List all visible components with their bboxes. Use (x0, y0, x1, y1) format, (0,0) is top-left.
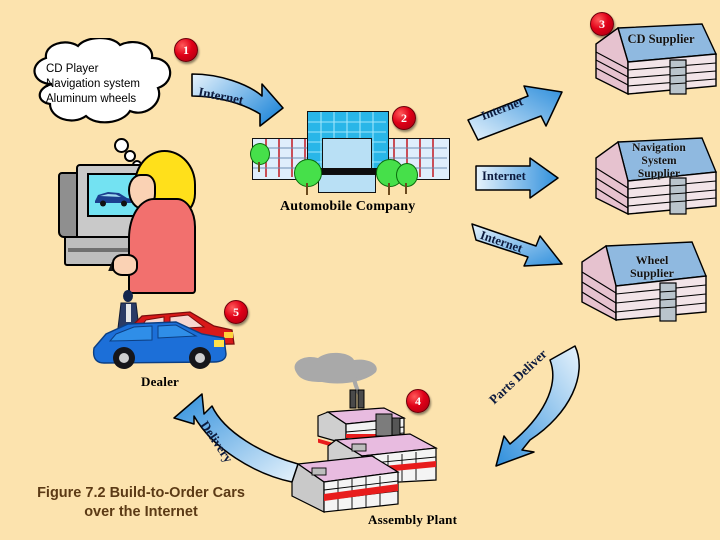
arrow-customer-to-company: Internet (190, 70, 285, 137)
person-at-computer-icon (50, 150, 196, 294)
wheel-supplier-warehouse: Wheel Supplier (578, 238, 710, 338)
supplier-label-line: Navigation (632, 142, 686, 154)
arrow-assembly-plant-to-dealer: Delivery (172, 388, 302, 493)
car-on-screen-icon (95, 192, 132, 207)
arrow-shape (191, 73, 284, 127)
thought-line-2: Navigation system (46, 78, 140, 90)
customer-thought-bubble (22, 36, 187, 148)
entrance-step (318, 174, 376, 193)
supplier-label-line: Supplier (637, 168, 681, 180)
thought-dot-large (114, 138, 129, 153)
step-badge-2: 2 (392, 106, 416, 130)
warehouse-icon (595, 23, 718, 96)
building-entrance (322, 138, 372, 170)
wheel-supplier-label: Wheel Supplier (586, 254, 718, 280)
tree-center-icon (294, 159, 322, 195)
tree-left-icon (250, 143, 270, 172)
automobile-company-label: Automobile Company (280, 199, 416, 214)
navigation-system-supplier-label: Navigation System Supplier (596, 142, 720, 181)
step-badge-5: 5 (224, 300, 248, 324)
factory-shape (291, 389, 438, 513)
dealer-label: Dealer (141, 374, 180, 389)
arrow-shape (471, 223, 563, 267)
entrance-canopy (315, 168, 377, 174)
arrow-shape (467, 85, 563, 141)
warehouse-icon (581, 241, 708, 322)
warehouse-icon (595, 137, 718, 216)
cd-supplier-label: CD Supplier (598, 33, 720, 46)
person-body (128, 198, 196, 294)
arrow-company-to-nav-supplier: Internet (474, 156, 560, 205)
thought-bubble-text: CD Player Navigation system Aluminum whe… (46, 62, 140, 107)
step-badge-1: 1 (174, 38, 198, 62)
supplier-label-line: Supplier (629, 266, 674, 280)
factory-icon (288, 388, 453, 518)
thought-line-3: Aluminum wheels (46, 93, 137, 105)
arrow-shape (495, 345, 580, 467)
assembly-plant-label: Assembly Plant (368, 512, 458, 527)
supplier-label-line: CD Supplier (627, 32, 695, 46)
cd-supplier-warehouse: CD Supplier (592, 22, 718, 112)
drive-slot (68, 248, 130, 252)
step-badge-4: 4 (406, 389, 430, 413)
arrow-company-to-wheel-supplier: Internet (470, 212, 570, 275)
arrow-suppliers-to-assembly-plant: Parts Deliver (438, 340, 598, 475)
step-badge-3: 3 (590, 12, 614, 36)
navigation-system-supplier-warehouse: Navigation System Supplier (592, 136, 718, 232)
thought-line-1: CD Player (46, 63, 99, 75)
person-hand (112, 254, 138, 276)
thought-bubble-shape (33, 36, 172, 124)
dealer-shape (92, 290, 235, 369)
arrow-shape (475, 157, 559, 199)
supplier-label-line: Wheel (635, 253, 669, 267)
caption-line-1: Figure 7.2 Build-to-Order Cars (37, 485, 245, 501)
arrow-company-to-cd-supplier: Internet (466, 84, 566, 147)
cars-and-salesperson-icon (90, 286, 250, 378)
caption-line-2: over the Internet (84, 504, 198, 520)
figure-caption: Figure 7.2 Build-to-Order Cars over the … (16, 484, 266, 522)
tree-far-right-icon (396, 163, 418, 194)
arrow-shape (173, 393, 299, 483)
thought-dot-medium (124, 150, 136, 162)
supplier-label-line: System (641, 155, 677, 167)
office-building-icon (250, 105, 450, 195)
